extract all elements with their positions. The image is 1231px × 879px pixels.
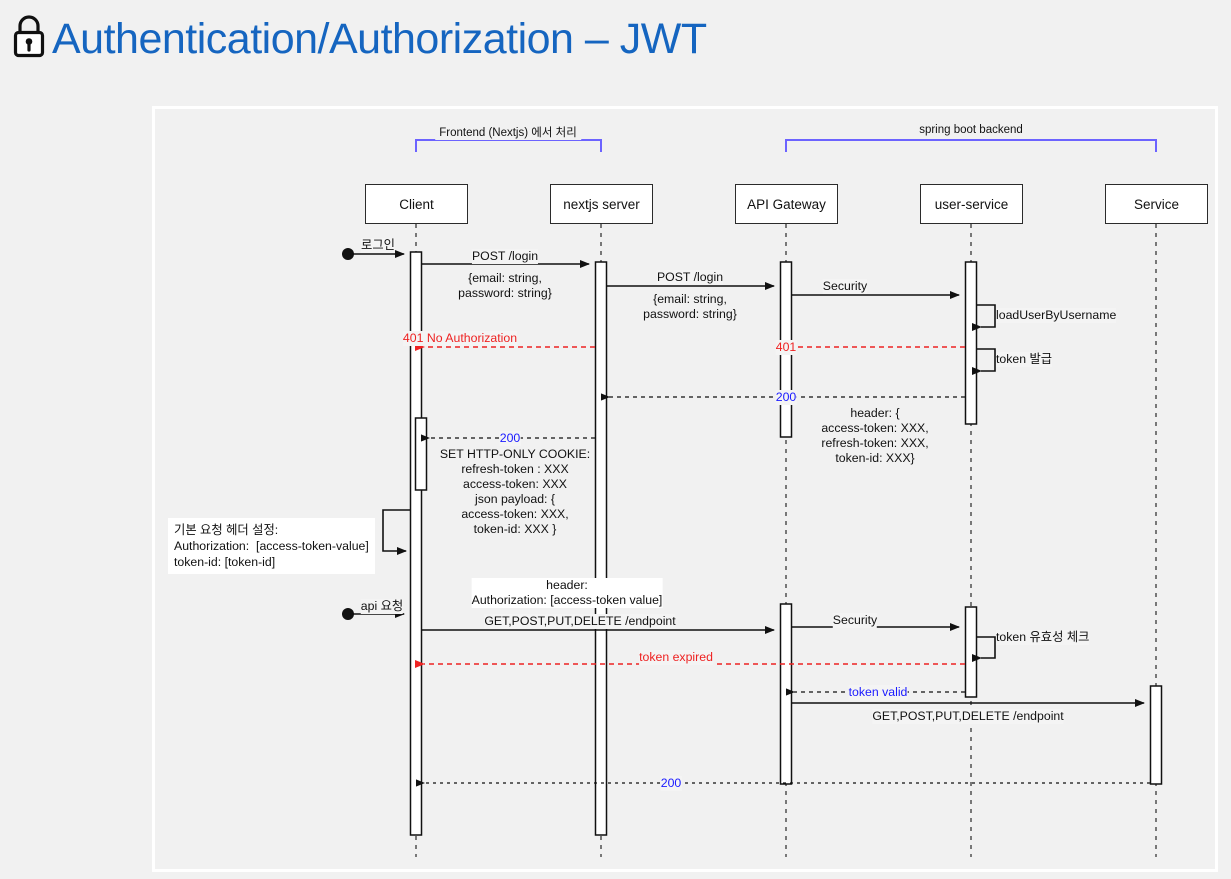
- message-label-endpoint-1: GET,POST,PUT,DELETE /endpoint: [484, 614, 676, 629]
- message-label-security-2: Security: [832, 613, 878, 628]
- diagram-frame: [152, 106, 1218, 872]
- page-title-text: Authentication/Authorization – JWT: [52, 14, 707, 63]
- lock-icon: [10, 12, 48, 67]
- message-label-token-valid: token valid: [848, 685, 908, 700]
- participant-api-gateway[interactable]: API Gateway: [735, 184, 838, 224]
- message-label-200-2: 200: [499, 431, 521, 446]
- participant-service[interactable]: Service: [1105, 184, 1208, 224]
- group-label-frontend: Frontend (Nextjs) 에서 처리: [435, 124, 581, 140]
- message-label-401: 401: [775, 340, 797, 355]
- message-label-post-login-1: POST /login: [471, 249, 539, 264]
- message-annotation-header-tokens: header: { access-token: XXX, refresh-tok…: [821, 406, 929, 465]
- message-annotation-set-cookie: SET HTTP-ONLY COOKIE: refresh-token : XX…: [439, 447, 591, 536]
- message-label-token-validity-check: token 유효성 체크: [996, 630, 1090, 645]
- message-label-api-request: api 요청: [360, 599, 404, 614]
- message-label-login-payload-1: {email: string, password: string}: [458, 271, 552, 300]
- message-label-login-payload-2: {email: string, password: string}: [643, 292, 737, 321]
- message-label-login: 로그인: [361, 238, 395, 253]
- message-label-security-1: Security: [822, 279, 868, 294]
- participant-nextjs-server[interactable]: nextjs server: [550, 184, 653, 224]
- message-label-401-no-authorization: 401 No Authorization: [402, 331, 518, 346]
- participant-client[interactable]: Client: [365, 184, 468, 224]
- message-label-200-1: 200: [775, 390, 797, 405]
- page-title: Authentication/Authorization – JWT: [10, 8, 707, 70]
- message-label-token-expired: token expired: [639, 650, 713, 665]
- message-annotation-auth-header: header: Authorization: [access-token val…: [471, 578, 663, 608]
- message-label-endpoint-2: GET,POST,PUT,DELETE /endpoint: [872, 709, 1064, 724]
- message-label-post-login-2: POST /login: [656, 270, 724, 285]
- note-default-request-header: 기본 요청 헤더 설정: Authorization: [access-toke…: [168, 518, 375, 574]
- message-label-200-3: 200: [660, 776, 682, 791]
- message-label-load-user-by-username: loadUserByUsername: [996, 308, 1117, 323]
- message-label-token-issue: token 발급: [996, 352, 1053, 367]
- participant-user-service[interactable]: user-service: [920, 184, 1023, 224]
- group-label-backend: spring boot backend: [915, 124, 1027, 136]
